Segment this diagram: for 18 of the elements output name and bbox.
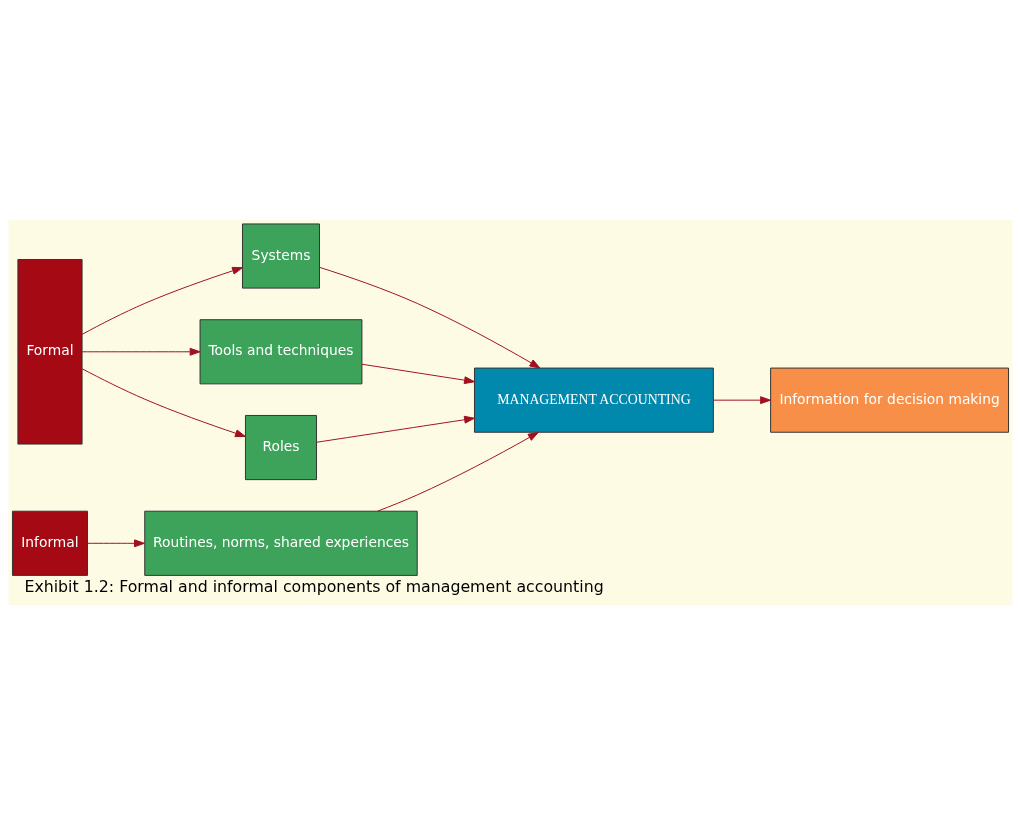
arrow — [319, 266, 541, 369]
node-box: Tools and techniques — [199, 319, 363, 385]
node-box: Routines, norms, shared experiences — [144, 510, 418, 576]
node-box: Informal — [11, 510, 88, 576]
node-box: Formal — [17, 259, 83, 445]
node-box: Roles — [244, 414, 317, 481]
arrow — [87, 539, 145, 548]
arrow — [361, 363, 475, 385]
node-box: Information for decision making — [770, 367, 1010, 433]
arrow — [81, 368, 246, 438]
node-box: MANAGEMENT ACCOUNTING — [473, 367, 714, 433]
arrow — [81, 266, 243, 335]
arrow — [81, 347, 201, 356]
arrow — [316, 415, 475, 443]
node-box: Systems — [242, 223, 320, 289]
arrow — [713, 396, 771, 405]
caption: Exhibit 1.2: Formal and informal components of management accounting — [24, 576, 604, 596]
arrow — [377, 431, 539, 512]
